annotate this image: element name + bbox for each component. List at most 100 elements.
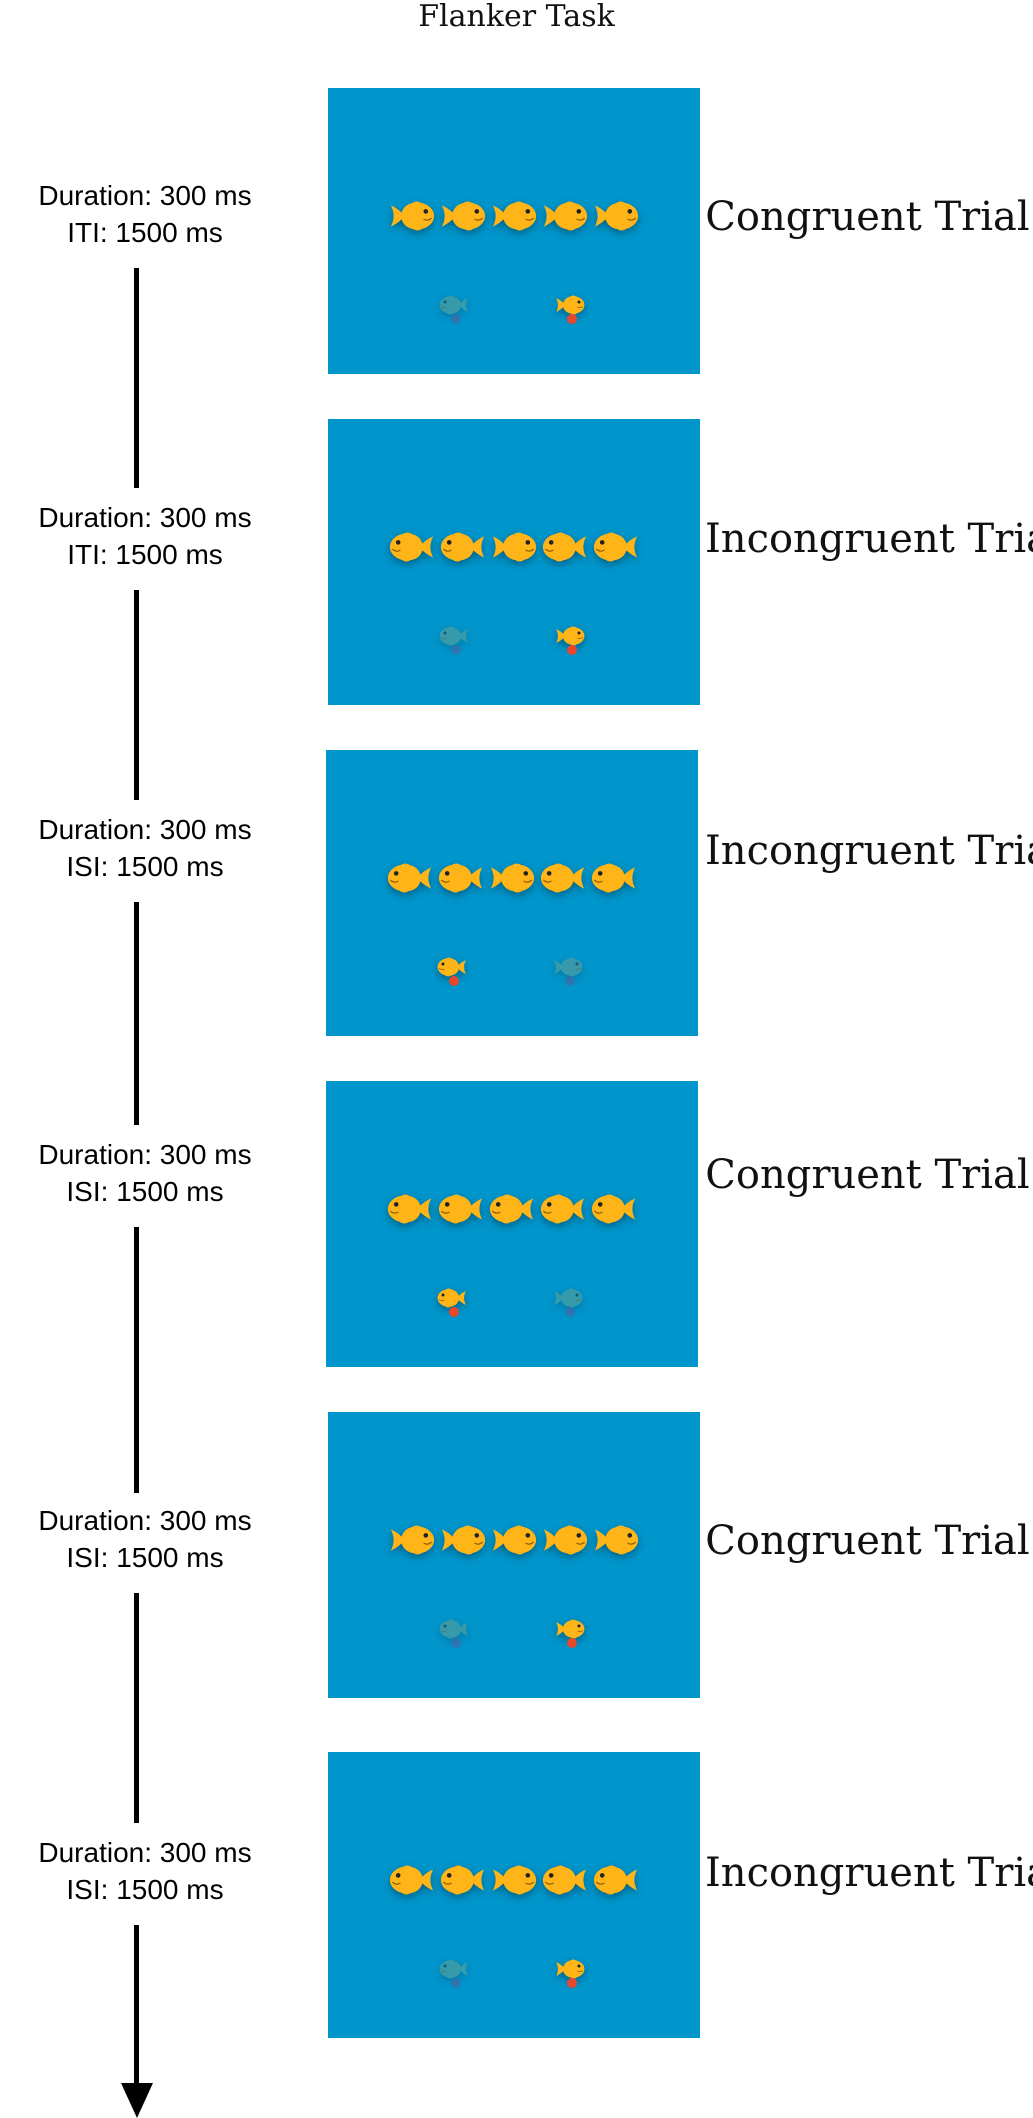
right-response-fish-icon bbox=[556, 1959, 585, 1979]
left-response-indicator bbox=[437, 1287, 471, 1317]
trial-type-label: Incongruent Trial bbox=[705, 828, 1033, 874]
right-response-fish-icon bbox=[554, 957, 583, 977]
timeline-segment bbox=[134, 1593, 139, 1823]
flanker-fish-icon bbox=[540, 1194, 585, 1224]
fish-row bbox=[389, 529, 639, 565]
flanker-fish-icon bbox=[594, 1525, 639, 1555]
flanker-fish-icon bbox=[440, 532, 485, 562]
figure-title: Flanker Task bbox=[418, 0, 615, 34]
interval-text: ISI: 1500 ms bbox=[66, 851, 224, 882]
timeline-arrowhead bbox=[121, 2083, 153, 2118]
duration-text: Duration: 300 ms bbox=[38, 180, 252, 211]
right-response-indicator bbox=[555, 1618, 589, 1648]
left-response-indicator bbox=[439, 1958, 473, 1988]
flanker-fish-icon bbox=[390, 201, 435, 231]
stimulus-panel bbox=[328, 1412, 700, 1698]
target-fish-icon bbox=[492, 1865, 537, 1895]
right-response-indicator bbox=[555, 625, 589, 655]
right-response-indicator bbox=[555, 294, 589, 324]
flanker-fish-icon bbox=[389, 1865, 434, 1895]
flanker-fish-icon bbox=[387, 863, 432, 893]
timeline-segment bbox=[134, 268, 139, 488]
response-dot-icon bbox=[449, 1307, 459, 1317]
left-response-indicator bbox=[437, 956, 471, 986]
interval-text: ITI: 1500 ms bbox=[67, 217, 223, 248]
trial-timing: Duration: 300 ms ISI: 1500 ms bbox=[0, 1136, 290, 1210]
trial-type-label: Congruent Trial bbox=[705, 1152, 1030, 1198]
duration-text: Duration: 300 ms bbox=[38, 1139, 252, 1170]
flanker-fish-icon bbox=[542, 532, 587, 562]
left-response-fish-icon bbox=[437, 957, 466, 977]
trial-timing: Duration: 300 ms ISI: 1500 ms bbox=[0, 1502, 290, 1576]
flanker-fish-icon bbox=[542, 1865, 587, 1895]
response-dot-icon bbox=[567, 1978, 577, 1988]
stimulus-panel bbox=[328, 419, 700, 705]
flanker-fish-icon bbox=[591, 863, 636, 893]
flanker-fish-icon bbox=[390, 1525, 435, 1555]
left-response-fish-icon bbox=[439, 626, 468, 646]
right-response-indicator bbox=[553, 956, 587, 986]
left-response-fish-icon bbox=[439, 1619, 468, 1639]
flanker-fish-icon bbox=[441, 1525, 486, 1555]
flanker-fish-icon bbox=[593, 532, 638, 562]
trial-timing: Duration: 300 ms ITI: 1500 ms bbox=[0, 499, 290, 573]
left-response-indicator bbox=[439, 625, 473, 655]
trial-timing: Duration: 300 ms ITI: 1500 ms bbox=[0, 177, 290, 251]
trial-timing: Duration: 300 ms ISI: 1500 ms bbox=[0, 1834, 290, 1908]
duration-text: Duration: 300 ms bbox=[38, 1505, 252, 1536]
flanker-fish-icon bbox=[438, 1194, 483, 1224]
target-fish-icon bbox=[492, 532, 537, 562]
target-fish-icon bbox=[490, 863, 535, 893]
flanker-fish-icon bbox=[543, 1525, 588, 1555]
interval-text: ISI: 1500 ms bbox=[66, 1542, 224, 1573]
interval-text: ITI: 1500 ms bbox=[67, 539, 223, 570]
duration-text: Duration: 300 ms bbox=[38, 502, 252, 533]
trial-type-label: Congruent Trial bbox=[705, 194, 1030, 240]
right-response-indicator bbox=[555, 1958, 589, 1988]
response-dot-icon bbox=[451, 1638, 461, 1648]
flanker-fish-icon bbox=[593, 1865, 638, 1895]
response-dot-icon bbox=[451, 1978, 461, 1988]
right-response-indicator bbox=[553, 1287, 587, 1317]
right-response-fish-icon bbox=[554, 1288, 583, 1308]
target-fish-icon bbox=[489, 1194, 534, 1224]
interval-text: ISI: 1500 ms bbox=[66, 1176, 224, 1207]
stimulus-panel bbox=[326, 750, 698, 1036]
response-dot-icon bbox=[567, 1638, 577, 1648]
flanker-fish-icon bbox=[441, 201, 486, 231]
response-dot-icon bbox=[451, 314, 461, 324]
trial-type-label: Incongruent Trial bbox=[705, 1850, 1033, 1896]
flanker-fish-icon bbox=[440, 1865, 485, 1895]
left-response-fish-icon bbox=[439, 1959, 468, 1979]
flanker-fish-icon bbox=[594, 201, 639, 231]
trial-type-label: Congruent Trial bbox=[705, 1518, 1030, 1564]
response-dot-icon bbox=[451, 645, 461, 655]
flanker-fish-icon bbox=[387, 1194, 432, 1224]
left-response-indicator bbox=[439, 1618, 473, 1648]
target-fish-icon bbox=[492, 201, 537, 231]
duration-text: Duration: 300 ms bbox=[38, 814, 252, 845]
flanker-fish-icon bbox=[591, 1194, 636, 1224]
trial-type-label: Incongruent Trial bbox=[705, 516, 1033, 562]
flanker-fish-icon bbox=[389, 532, 434, 562]
stimulus-panel bbox=[328, 1752, 700, 2038]
right-response-fish-icon bbox=[556, 1619, 585, 1639]
right-response-fish-icon bbox=[556, 295, 585, 315]
response-dot-icon bbox=[449, 976, 459, 986]
response-dot-icon bbox=[565, 976, 575, 986]
target-fish-icon bbox=[492, 1525, 537, 1555]
timeline-segment bbox=[134, 1227, 139, 1493]
left-response-fish-icon bbox=[439, 295, 468, 315]
flanker-fish-icon bbox=[438, 863, 483, 893]
fish-row bbox=[387, 860, 637, 896]
timeline-segment bbox=[134, 902, 139, 1125]
stimulus-panel bbox=[326, 1081, 698, 1367]
flanker-fish-icon bbox=[543, 201, 588, 231]
interval-text: ISI: 1500 ms bbox=[66, 1874, 224, 1905]
left-response-fish-icon bbox=[437, 1288, 466, 1308]
fish-row bbox=[389, 1522, 639, 1558]
timeline-segment bbox=[134, 590, 139, 800]
response-dot-icon bbox=[567, 314, 577, 324]
trial-timing: Duration: 300 ms ISI: 1500 ms bbox=[0, 811, 290, 885]
flanker-fish-icon bbox=[540, 863, 585, 893]
